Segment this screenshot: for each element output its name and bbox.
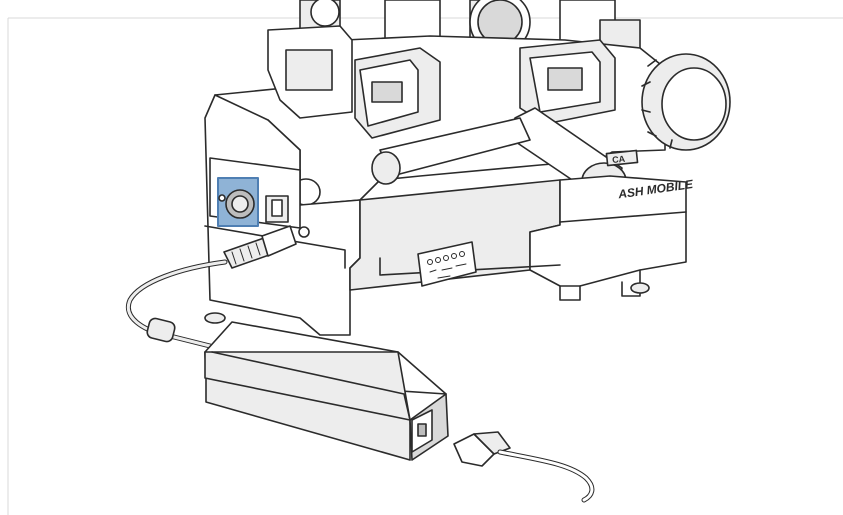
dc-power-cable	[125, 225, 297, 349]
adjustment-knob	[641, 53, 731, 151]
key-cutting-machine: CA ASH MOBILE	[204, 0, 731, 336]
power-adapter	[204, 321, 449, 461]
ac-power-cord	[453, 431, 595, 503]
status-led-icon	[417, 241, 477, 287]
shaft	[291, 117, 531, 206]
power-panel	[209, 157, 310, 238]
brand-badge-text: CA	[612, 154, 626, 165]
clamp-carriage-right	[519, 39, 616, 125]
clamp-carriage-left	[354, 47, 441, 139]
iec-inlet-icon	[411, 409, 433, 453]
